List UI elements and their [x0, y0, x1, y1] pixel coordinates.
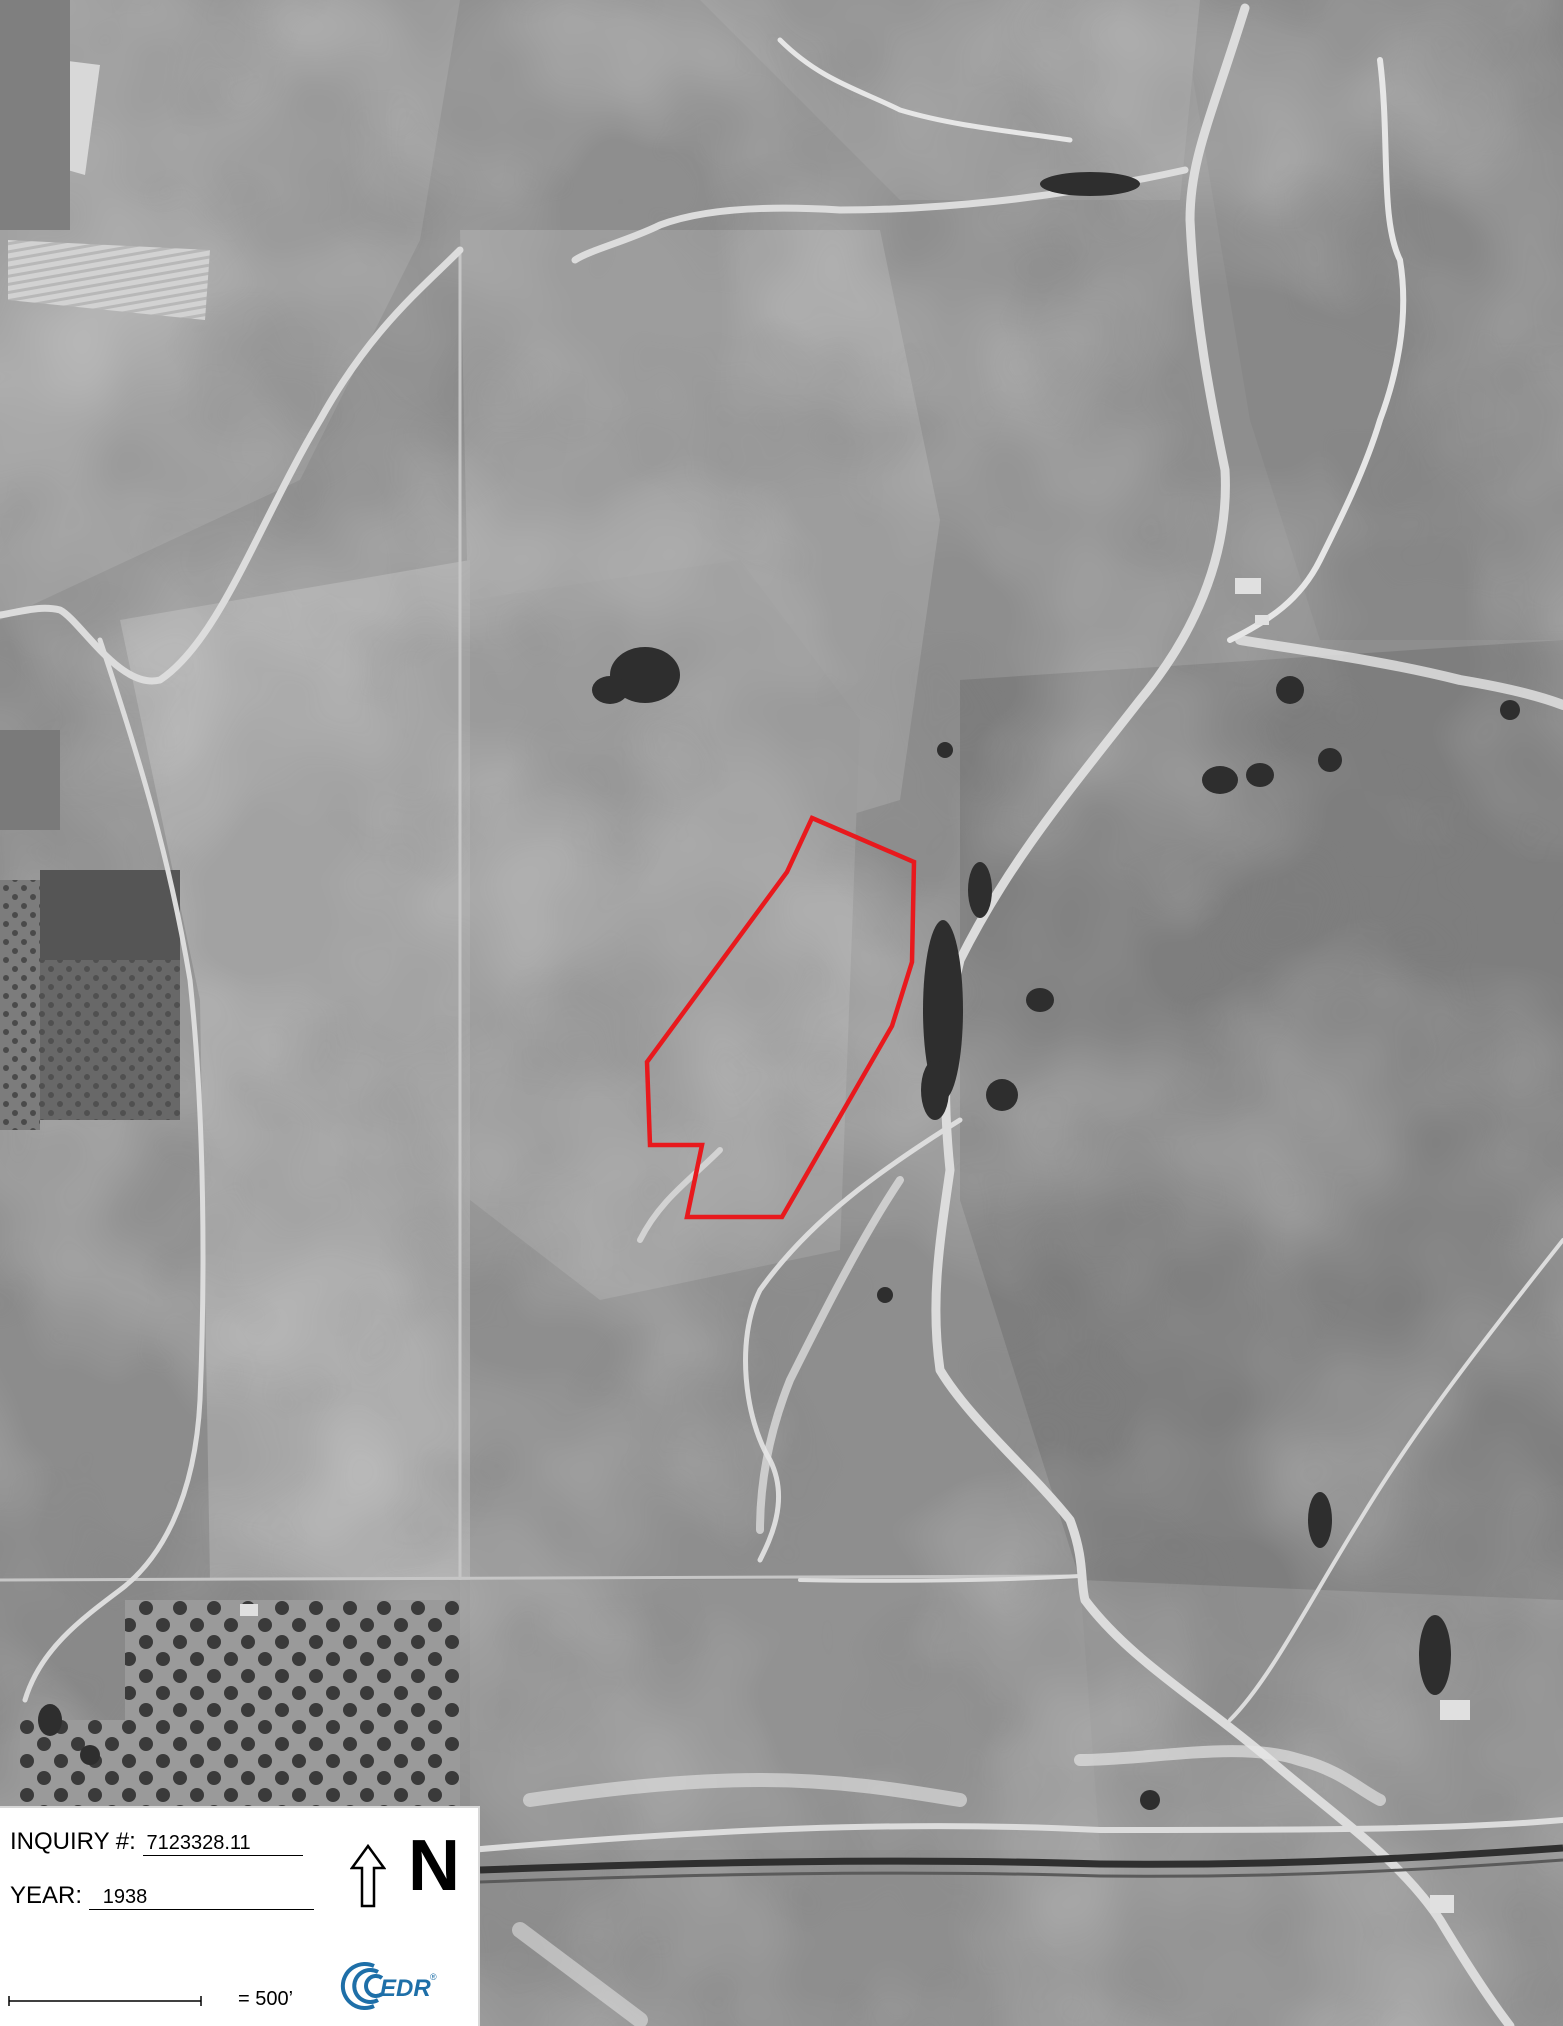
scale-bar	[8, 1996, 202, 2006]
map-legend: INQUIRY #: 7123328.11 YEAR: 1938 = 500’ …	[0, 1806, 480, 2026]
fields	[0, 0, 460, 1806]
edr-logo-mark: ®	[430, 1972, 437, 1982]
north-arrow-icon	[350, 1844, 386, 1908]
site-boundary	[644, 815, 917, 1220]
edr-logo-text: EDR	[380, 1975, 431, 2002]
buildings	[240, 578, 1470, 1913]
inquiry-label: INQUIRY #:	[10, 1828, 136, 1855]
year-row: YEAR: 1938	[10, 1882, 314, 1910]
north-indicator: N	[408, 1826, 460, 1906]
year-value: 1938	[88, 1886, 314, 1910]
railroad	[479, 1844, 1563, 1884]
edr-logo-icon: EDR ®	[340, 1962, 437, 2010]
year-label: YEAR:	[10, 1882, 83, 1909]
inquiry-row: INQUIRY #: 7123328.11	[10, 1828, 303, 1856]
property-lines	[0, 250, 1081, 1582]
roads	[0, 3, 1563, 2026]
scale-label: = 500’	[238, 1988, 294, 2010]
inquiry-number: 7123328.11	[142, 1832, 303, 1856]
creeks	[512, 37, 1563, 2026]
trees	[38, 172, 1520, 1810]
